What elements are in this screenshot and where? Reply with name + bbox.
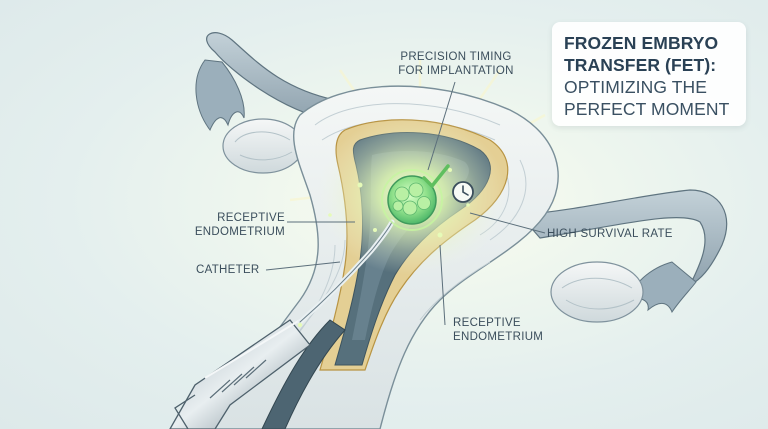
title-line-4: PERFECT MOMENT xyxy=(564,99,730,119)
label-precision-line2: FOR IMPLANTATION xyxy=(398,64,514,77)
right-fallopian-tube xyxy=(518,189,728,287)
label-high-survival-rate: HIGH SURVIVAL RATE xyxy=(547,228,673,242)
check-mark-icon xyxy=(422,164,450,188)
embryo-halo xyxy=(381,169,443,231)
label-receptive-bottom-line2: ENDOMETRIUM xyxy=(453,330,544,343)
left-ovary-texture xyxy=(234,131,293,161)
leader-lines xyxy=(265,81,546,326)
title-line-3: OPTIMIZING THE xyxy=(564,77,708,97)
label-catheter-text: CATHETER xyxy=(196,264,260,276)
transfer-device xyxy=(169,319,311,429)
title-line-1: FROZEN EMBRYO xyxy=(564,33,719,53)
left-fimbriae xyxy=(195,59,245,132)
title-card: FROZEN EMBRYO TRANSFER (FET): OPTIMIZING… xyxy=(552,22,746,126)
label-receptive-bottom-line1: RECEPTIVE xyxy=(453,317,521,329)
left-ovary xyxy=(222,118,304,174)
right-ovary xyxy=(550,261,644,323)
embryo-cells xyxy=(392,182,431,216)
cervical-canal xyxy=(261,319,346,429)
label-high-survival-text: HIGH SURVIVAL RATE xyxy=(547,228,673,240)
label-receptive-endometrium-bottom: RECEPTIVE ENDOMETRIUM xyxy=(453,317,543,344)
label-receptive-endometrium-left: RECEPTIVE ENDOMETRIUM xyxy=(185,212,285,239)
label-precision-timing: PRECISION TIMING FOR IMPLANTATION xyxy=(386,51,526,78)
label-catheter: CATHETER xyxy=(196,264,260,278)
label-precision-line1: PRECISION TIMING xyxy=(400,51,512,63)
clock-icon xyxy=(452,181,474,203)
label-receptive-left-line1: RECEPTIVE xyxy=(217,212,285,224)
left-fallopian-tube xyxy=(206,32,336,121)
right-ovary-texture xyxy=(561,277,635,310)
title-line-2: TRANSFER (FET): xyxy=(564,55,717,75)
label-receptive-left-line2: ENDOMETRIUM xyxy=(194,225,285,238)
catheter-outline xyxy=(299,221,393,323)
sparkles xyxy=(297,168,470,328)
